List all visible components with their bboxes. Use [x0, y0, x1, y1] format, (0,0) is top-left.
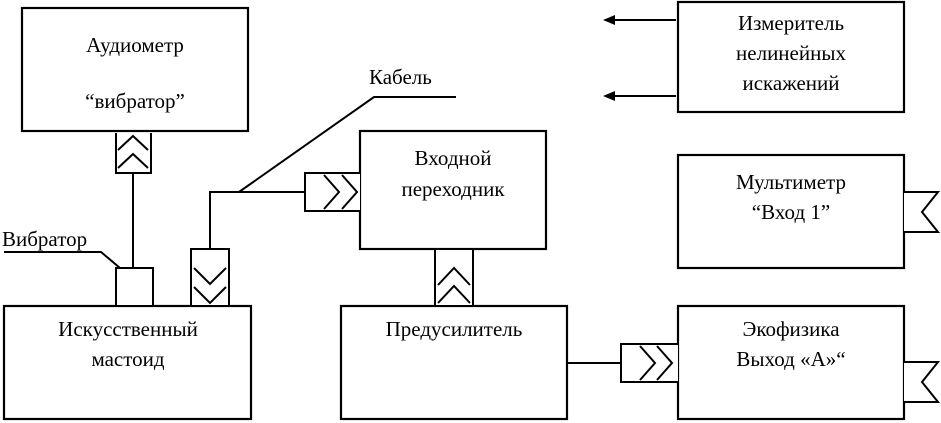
- audiometer-connector: [115, 133, 152, 174]
- audiometer-title: Аудиометр: [86, 33, 184, 57]
- ecophysics-side-connector: [904, 361, 941, 403]
- preamplifier-title: Предусилитель: [386, 317, 523, 341]
- ecophysics-output: Выход «А»“: [736, 347, 845, 371]
- multimeter-side-connector: [904, 191, 941, 233]
- distortion-meter-line2: нелинейных: [736, 41, 846, 65]
- artificial-mastoid-block: Искусственный мастоид: [2, 304, 253, 421]
- mastoid-connector: [190, 248, 230, 307]
- cable-wire: [209, 191, 305, 249]
- distortion-meter-line3: искажений: [742, 71, 839, 95]
- preamplifier-block: Предусилитель: [339, 304, 569, 421]
- input-adapter-line2: переходник: [401, 177, 505, 201]
- input-adapter-connector: [304, 172, 360, 212]
- cable-leader: [238, 96, 456, 193]
- distortion-meter-block: Измеритель нелинейных искажений: [676, 0, 906, 114]
- multimeter-title: Мультиметр: [736, 170, 846, 194]
- vibrator-label: Вибратор: [2, 227, 87, 251]
- multimeter-block: Мультиметр “Вход 1”: [676, 153, 906, 270]
- ecophysics-block: Экофизика Выход «А»“: [676, 304, 906, 421]
- ecophysics-title: Экофизика: [742, 317, 840, 341]
- audiometer-block: Аудиометр “вибратор”: [20, 6, 250, 133]
- ecophysics-connector: [620, 343, 678, 383]
- arrow-top: [603, 15, 676, 25]
- audiometer-subtitle: “вибратор”: [85, 89, 185, 113]
- input-adapter-block: Входной переходник: [358, 129, 548, 251]
- mastoid-line1: Искусственный: [58, 317, 198, 341]
- vibrator-leader: [4, 251, 121, 269]
- input-adapter-line1: Входной: [415, 146, 492, 170]
- mastoid-line2: мастоид: [91, 347, 164, 371]
- cable-label: Кабель: [369, 65, 432, 89]
- vibrator-body: [115, 267, 154, 307]
- arrow-bottom: [603, 91, 676, 101]
- multimeter-input: “Вход 1”: [752, 200, 830, 224]
- distortion-meter-line1: Измеритель: [738, 11, 844, 35]
- adapter-preamp-link: [434, 248, 474, 307]
